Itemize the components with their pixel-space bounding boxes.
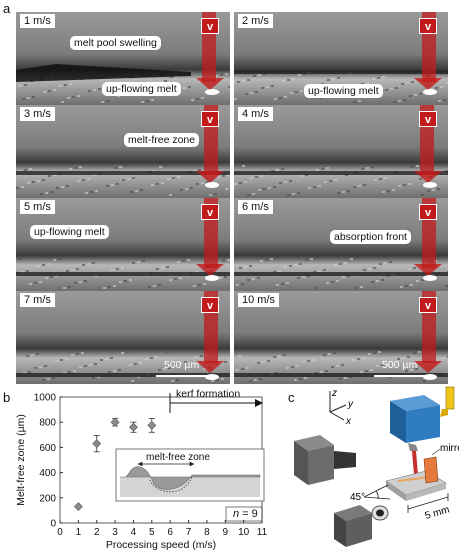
y-tick-label: 0: [50, 519, 56, 530]
x-tick-label: 6: [167, 527, 173, 538]
panel-label-c: c: [288, 390, 295, 405]
inset-schematic: melt-free zone: [115, 448, 265, 502]
x-tick-label: 0: [57, 527, 63, 538]
data-point: [92, 439, 102, 449]
image-frame: 6 m/s v absorption front: [234, 198, 448, 291]
n-annotation: n = 9: [233, 508, 258, 520]
speed-label: 2 m/s: [238, 14, 273, 28]
axis-z-label: z: [331, 388, 337, 399]
mirror: [423, 448, 441, 484]
image-frame: 2 m/s v up-flowing melt: [234, 12, 448, 105]
laser-head: [390, 386, 455, 475]
y-tick-label: 600: [39, 443, 56, 454]
velocity-arrow-label: v: [419, 111, 437, 127]
velocity-arrow-label: v: [201, 204, 219, 220]
image-callout: up-flowing melt: [30, 225, 109, 239]
setup-svg: z y x mirror: [294, 386, 459, 547]
speed-label: 4 m/s: [238, 107, 273, 121]
length-label: 5 mm: [424, 504, 451, 521]
y-tick-label: 1000: [34, 393, 57, 404]
speed-label: 7 m/s: [20, 293, 55, 307]
y-tick-label: 200: [39, 493, 56, 504]
scale-bar-label: 500 µm: [164, 359, 200, 371]
scale-bar: [374, 375, 434, 377]
image-callout: up-flowing melt: [102, 82, 181, 96]
x-tick-label: 2: [94, 527, 100, 538]
x-tick-label: 4: [131, 527, 137, 538]
x-tick-label: 9: [222, 527, 228, 538]
coordinate-axes: [329, 391, 347, 421]
y-axis-label: Melt-free zone (µm): [15, 414, 27, 506]
velocity-arrow-label: v: [419, 18, 437, 34]
image-callout: up-flowing melt: [304, 84, 383, 98]
image-frame: 5 m/s v up-flowing melt: [16, 198, 230, 291]
data-point: [110, 417, 120, 427]
velocity-arrow-label: v: [201, 18, 219, 34]
x-tick-label: 5: [149, 527, 155, 538]
velocity-arrow-label: v: [201, 297, 219, 313]
data-point: [147, 420, 157, 430]
x-tick-label: 1: [76, 527, 82, 538]
camera-bottom: [334, 505, 389, 547]
speed-label: 6 m/s: [238, 200, 273, 214]
speed-label: 1 m/s: [20, 14, 55, 28]
kerf-annotation: kerf formation: [176, 388, 240, 400]
image-callout: melt pool swelling: [70, 36, 161, 50]
image-frame: 7 m/s v 500 µm: [16, 291, 230, 384]
y-tick-label: 800: [39, 418, 56, 429]
panel-label-b: b: [3, 390, 11, 405]
image-frame: 1 m/s v melt pool swelling up-flowing melt: [16, 12, 230, 105]
data-point: [73, 502, 83, 512]
speed-label: 5 m/s: [20, 200, 55, 214]
speed-label: 10 m/s: [238, 293, 280, 307]
x-tick-label: 3: [112, 527, 118, 538]
axis-y-label: y: [347, 399, 354, 410]
axis-x-label: x: [345, 416, 352, 427]
x-tick-label: 8: [204, 527, 210, 538]
image-frame: 10 m/s v 500 µm: [234, 291, 448, 384]
x-tick-label: 10: [238, 527, 250, 538]
data-point: [129, 422, 138, 432]
chart-svg: 0 1 2 3 4 5 6 7 8 9 10 11 0 200 400 600 800 1000Processin…: [15, 388, 268, 551]
camera-left: [294, 435, 356, 485]
mirror-label: mirror: [440, 443, 459, 454]
image-callout: absorption front: [330, 230, 411, 244]
velocity-arrow-label: v: [201, 111, 219, 127]
velocity-arrow-label: v: [419, 297, 437, 313]
scale-bar-label: 500 µm: [382, 359, 418, 371]
x-axis-label: Processing speed (m/s): [106, 539, 216, 550]
experimental-setup: c z y x m: [288, 385, 459, 550]
inset-label: melt-free zone: [146, 452, 210, 463]
image-frame: 4 m/s v: [234, 105, 448, 198]
x-tick-label: 11: [257, 527, 268, 538]
velocity-arrow-label: v: [419, 204, 437, 220]
y-tick-label: 400: [39, 468, 56, 479]
x-tick-label: 7: [186, 527, 192, 538]
image-callout: melt-free zone: [124, 133, 200, 147]
speed-label: 3 m/s: [20, 107, 55, 121]
scale-bar: [156, 375, 216, 377]
panel-label-a: a: [3, 1, 11, 16]
angle-label: 45°: [350, 492, 365, 503]
